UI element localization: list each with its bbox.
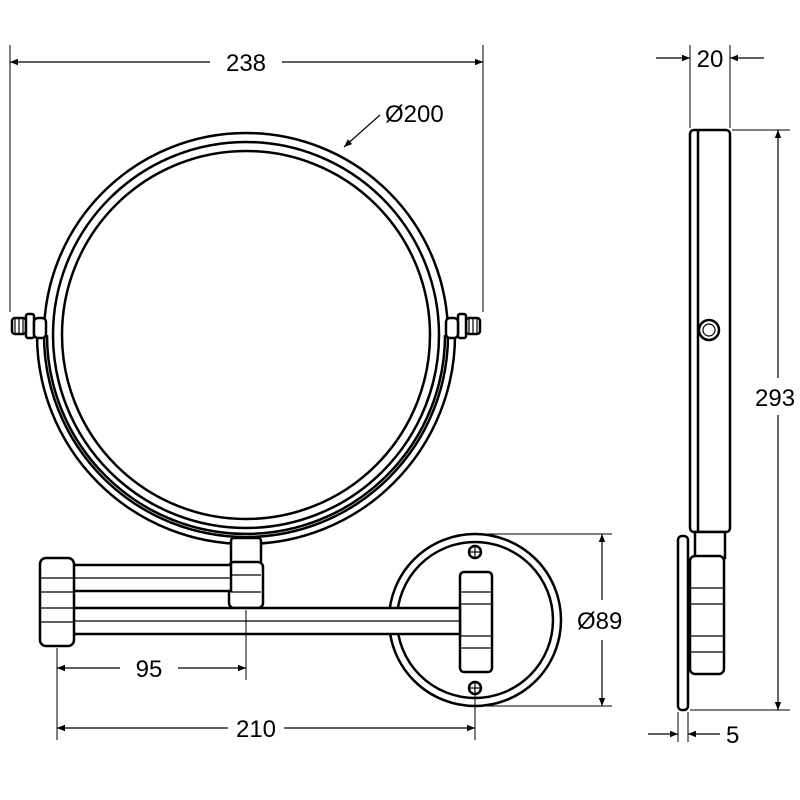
side-mirror	[688, 128, 732, 534]
dimension-plate-diameter: Ø89	[478, 533, 622, 707]
dimension-depth: 20	[656, 45, 764, 128]
dimension-label-depth: 20	[697, 46, 724, 73]
dimension-height-overall: 293	[690, 129, 795, 711]
dimension-label-plate-thickness: 5	[726, 722, 739, 749]
arm-lower	[66, 606, 462, 636]
mirror-stem	[227, 536, 265, 610]
dimension-width-overall: 238	[9, 45, 484, 312]
dimension-label-height: 293	[755, 385, 795, 412]
dimension-arm-long: 210	[57, 694, 476, 743]
side-hinge	[688, 554, 726, 676]
arm-elbow-joint	[38, 556, 76, 648]
left-pivot-knob	[10, 312, 48, 340]
dimension-label-arm-short: 95	[136, 656, 163, 683]
dimension-label-arm-long: 210	[236, 716, 276, 743]
bottom-screw-icon	[467, 680, 483, 696]
side-wall-plate	[676, 534, 690, 712]
front-view	[10, 131, 563, 708]
wall-plate	[387, 532, 563, 708]
dimension-label-width: 238	[226, 50, 266, 77]
dimension-label-mirror-diameter: Ø200	[385, 101, 444, 128]
mirror-yoke	[35, 334, 457, 546]
right-pivot-knob	[444, 312, 482, 340]
dimension-arm-short: 95	[56, 610, 247, 740]
wall-plate-hinge	[458, 570, 494, 674]
top-screw-icon	[467, 544, 483, 560]
dimension-mirror-diameter: Ø200	[343, 101, 444, 148]
side-stem	[693, 530, 727, 560]
arm-upper	[66, 563, 233, 593]
dimension-label-plate-diameter: Ø89	[577, 608, 622, 635]
side-view	[676, 128, 732, 712]
dimension-plate-thickness: 5	[648, 712, 739, 749]
